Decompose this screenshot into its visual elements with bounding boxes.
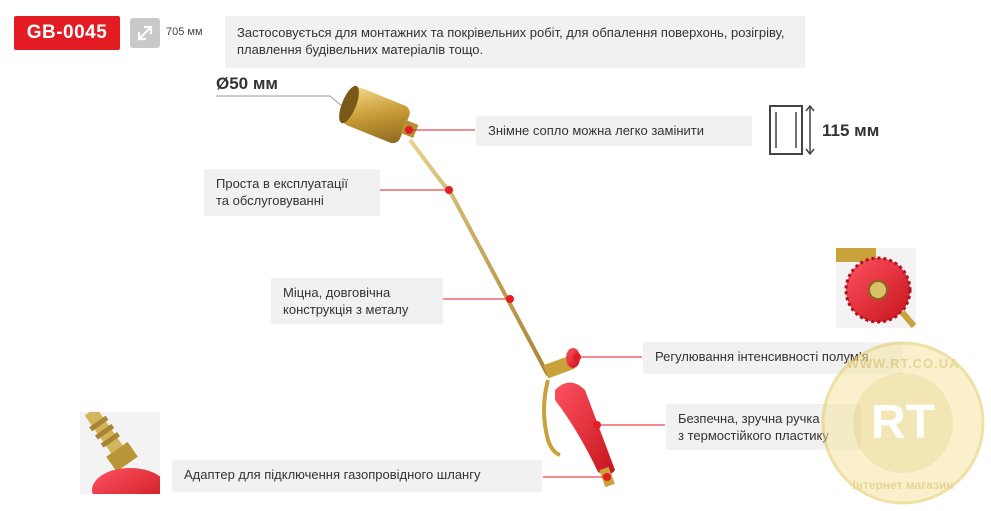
resize-arrow-icon	[130, 18, 160, 48]
callout-easy: Проста в експлуатації та обслуговуванні	[204, 169, 380, 216]
callout-adapter: Адаптер для підключення газопровідного ш…	[172, 460, 542, 492]
adapter-thumbnail	[80, 407, 168, 511]
diameter-label: Ø50 мм	[216, 74, 279, 93]
length-label: 705 мм	[166, 26, 203, 38]
callout-durable: Міцна, довговічна конструкція з металу	[271, 278, 443, 324]
nozzle-length-label: 115 мм	[822, 121, 880, 140]
nozzle	[339, 85, 419, 144]
watermark-logo-text: RT	[871, 396, 935, 449]
product-description: Застосовується для монтажних та покрівел…	[225, 16, 805, 68]
product-code-badge: GB-0045	[14, 16, 120, 50]
watermark-logo: RT WWW.RT.CO.UA Інтернет магазин	[820, 340, 986, 506]
knob-thumbnail	[836, 248, 917, 328]
watermark-subtitle: Інтернет магазин	[852, 478, 954, 492]
nozzle-length-icon	[769, 104, 815, 156]
watermark-url: WWW.RT.CO.UA	[846, 356, 960, 371]
callout-nozzle: Знімне сопло можна легко замінити	[476, 116, 752, 146]
